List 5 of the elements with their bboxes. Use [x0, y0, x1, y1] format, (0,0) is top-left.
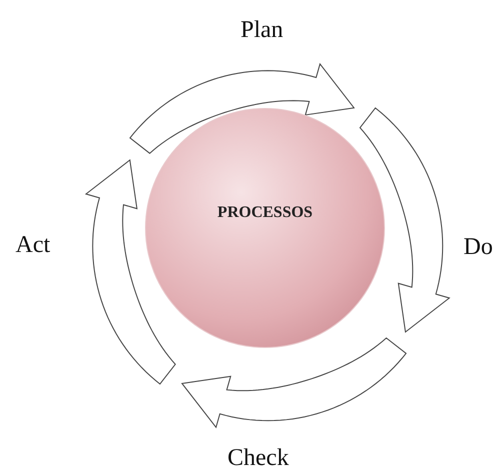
stage-label: Plan [240, 17, 284, 43]
stage-label: Check [228, 445, 289, 471]
stage-label: Act [16, 232, 50, 258]
stage-label: Do [464, 234, 493, 260]
circle-label: PROCESSOS [217, 204, 313, 222]
